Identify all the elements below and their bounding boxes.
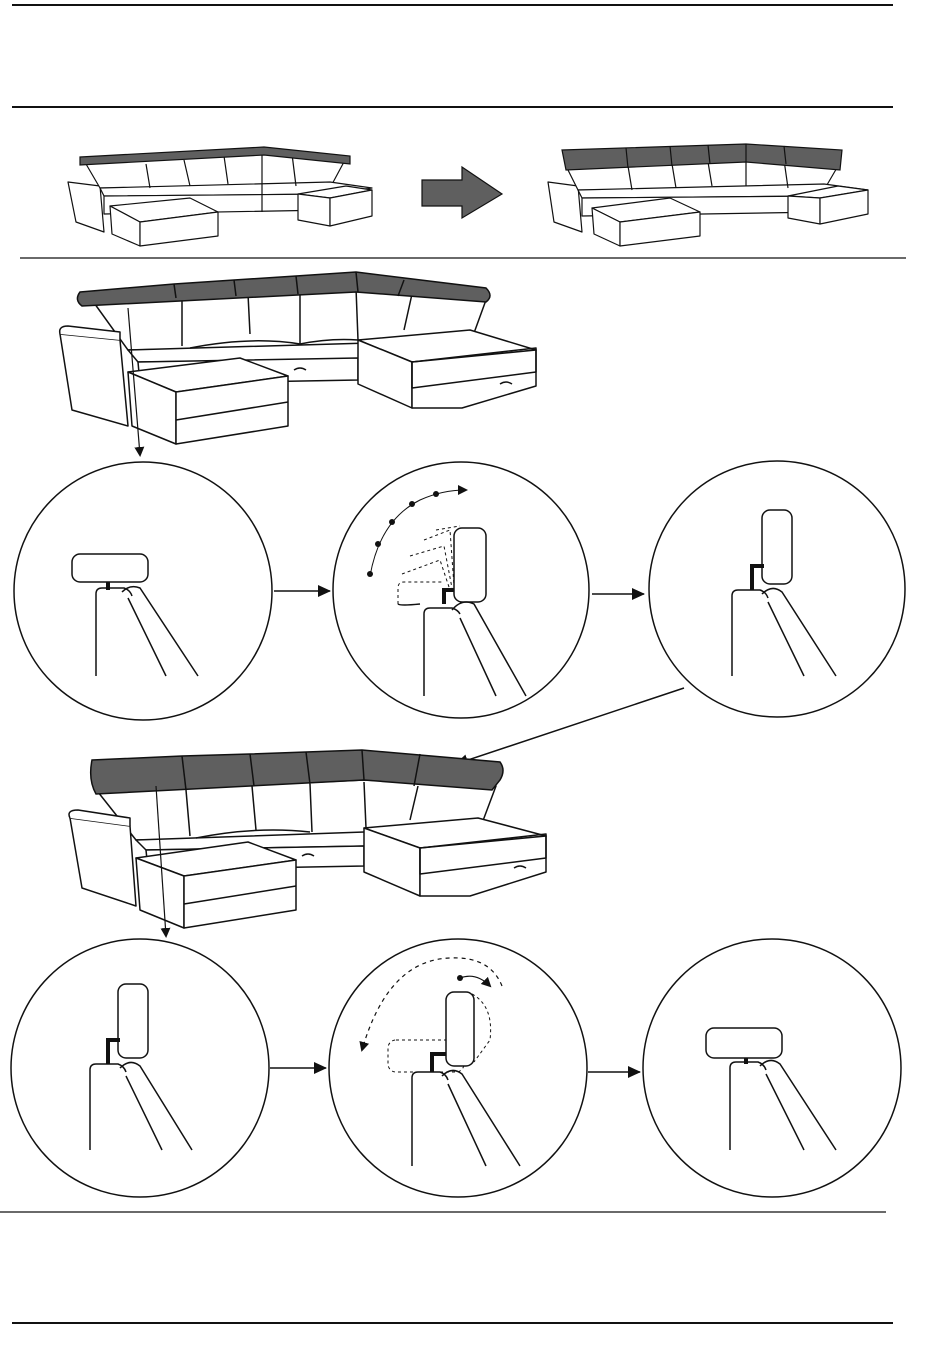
detail-circle-headrest-up-2	[11, 939, 269, 1197]
detail-circle-headrest-up-1	[649, 461, 905, 717]
sofa-overview-after	[548, 156, 868, 246]
sofa-overview-before	[68, 150, 372, 246]
detail-circle-headrest-swing-up	[333, 462, 589, 718]
detail-circle-headrest-down-2	[643, 939, 901, 1197]
detail-circle-headrest-swing-down	[329, 939, 587, 1197]
sofa-large-raised	[69, 780, 546, 928]
detail-circle-headrest-down-1	[14, 462, 272, 720]
sofa-large-lowered	[60, 286, 536, 444]
right-arrow-icon	[422, 167, 502, 218]
